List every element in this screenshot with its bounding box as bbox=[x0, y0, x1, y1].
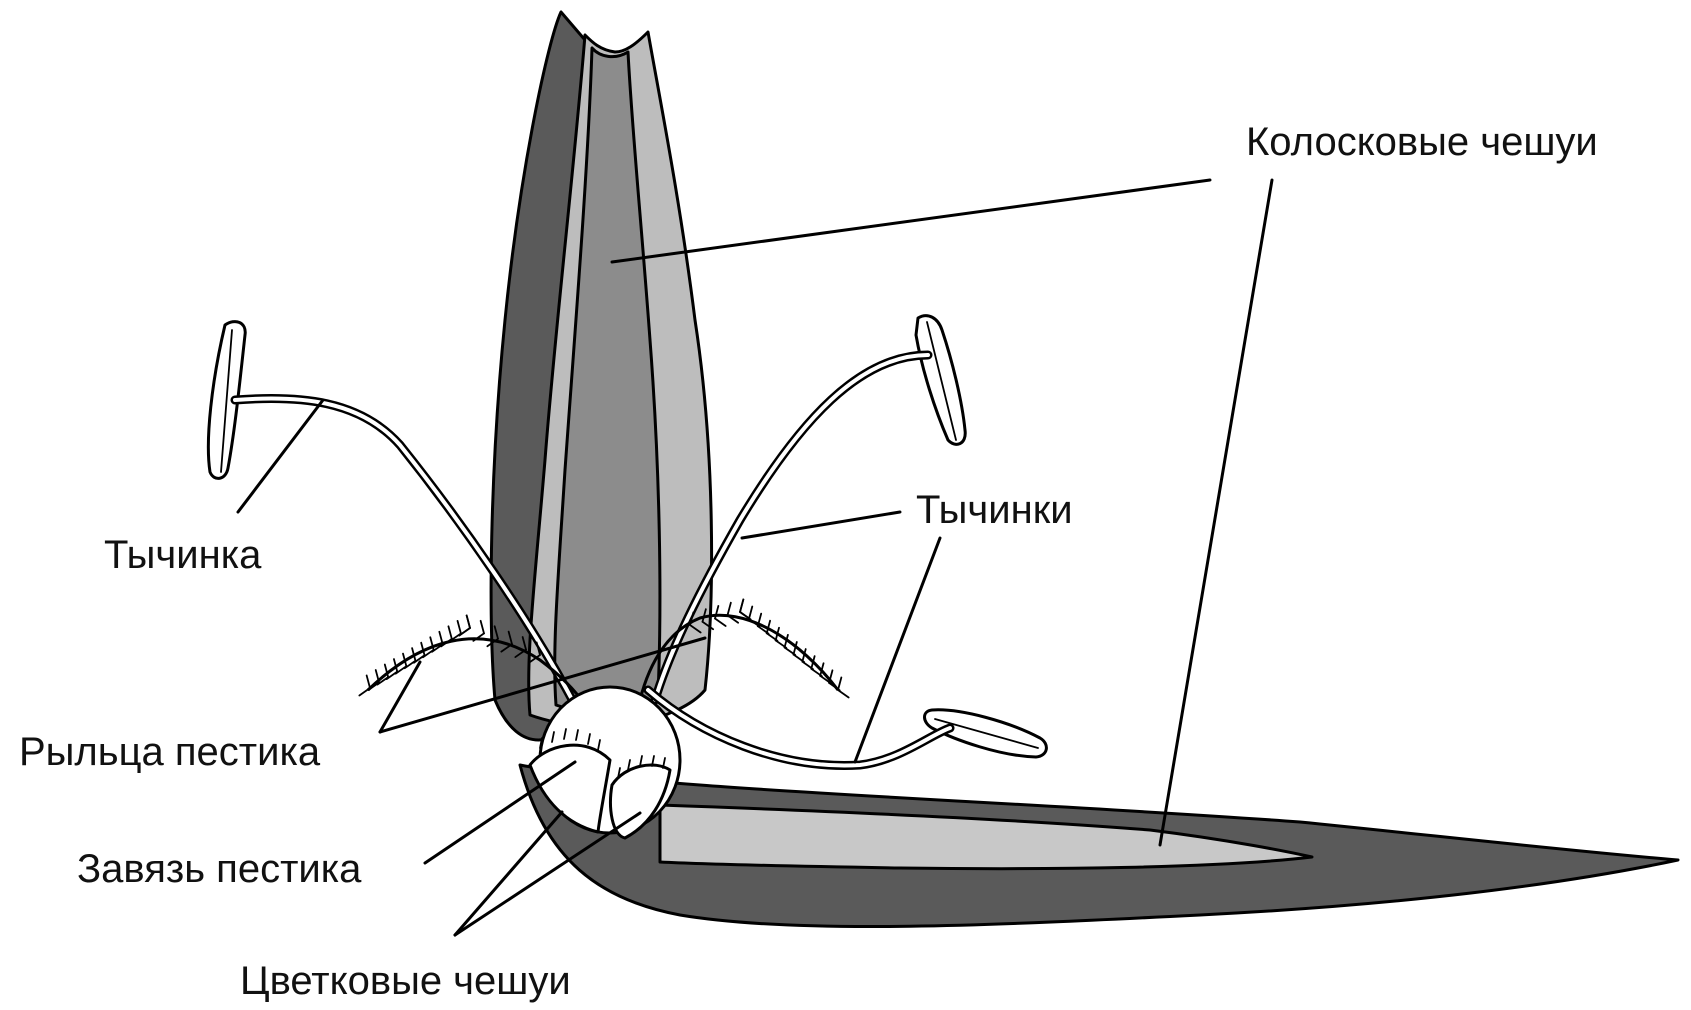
stigma-hair bbox=[448, 626, 451, 639]
stigma-hair bbox=[740, 599, 743, 612]
stigma-hair bbox=[728, 603, 731, 616]
anther-top-right bbox=[916, 316, 965, 445]
label-stamen: Тычинка bbox=[104, 533, 262, 577]
stigma-hair bbox=[838, 677, 841, 690]
stigma-hair bbox=[458, 621, 461, 634]
label-stamens: Тычинки bbox=[916, 488, 1073, 532]
stigma-hair bbox=[749, 607, 752, 620]
stigma-hair bbox=[481, 621, 484, 634]
stigma-hair bbox=[715, 619, 726, 626]
leader-stamens-upper bbox=[742, 512, 900, 538]
label-glumes: Колосковые чешуи bbox=[1246, 120, 1598, 164]
leader-stamen bbox=[238, 400, 323, 512]
label-lemmas: Цветковые чешуи bbox=[240, 959, 571, 1003]
leader-glume-upper bbox=[612, 180, 1210, 262]
label-ovary: Завязь пестика bbox=[77, 847, 362, 891]
stigma-hair bbox=[367, 675, 370, 688]
label-stigmas: Рыльца пестика bbox=[19, 730, 321, 774]
leader-stamens-lower bbox=[855, 538, 940, 762]
stigma-hair bbox=[467, 615, 470, 628]
leader-glume-lower bbox=[1160, 180, 1272, 845]
